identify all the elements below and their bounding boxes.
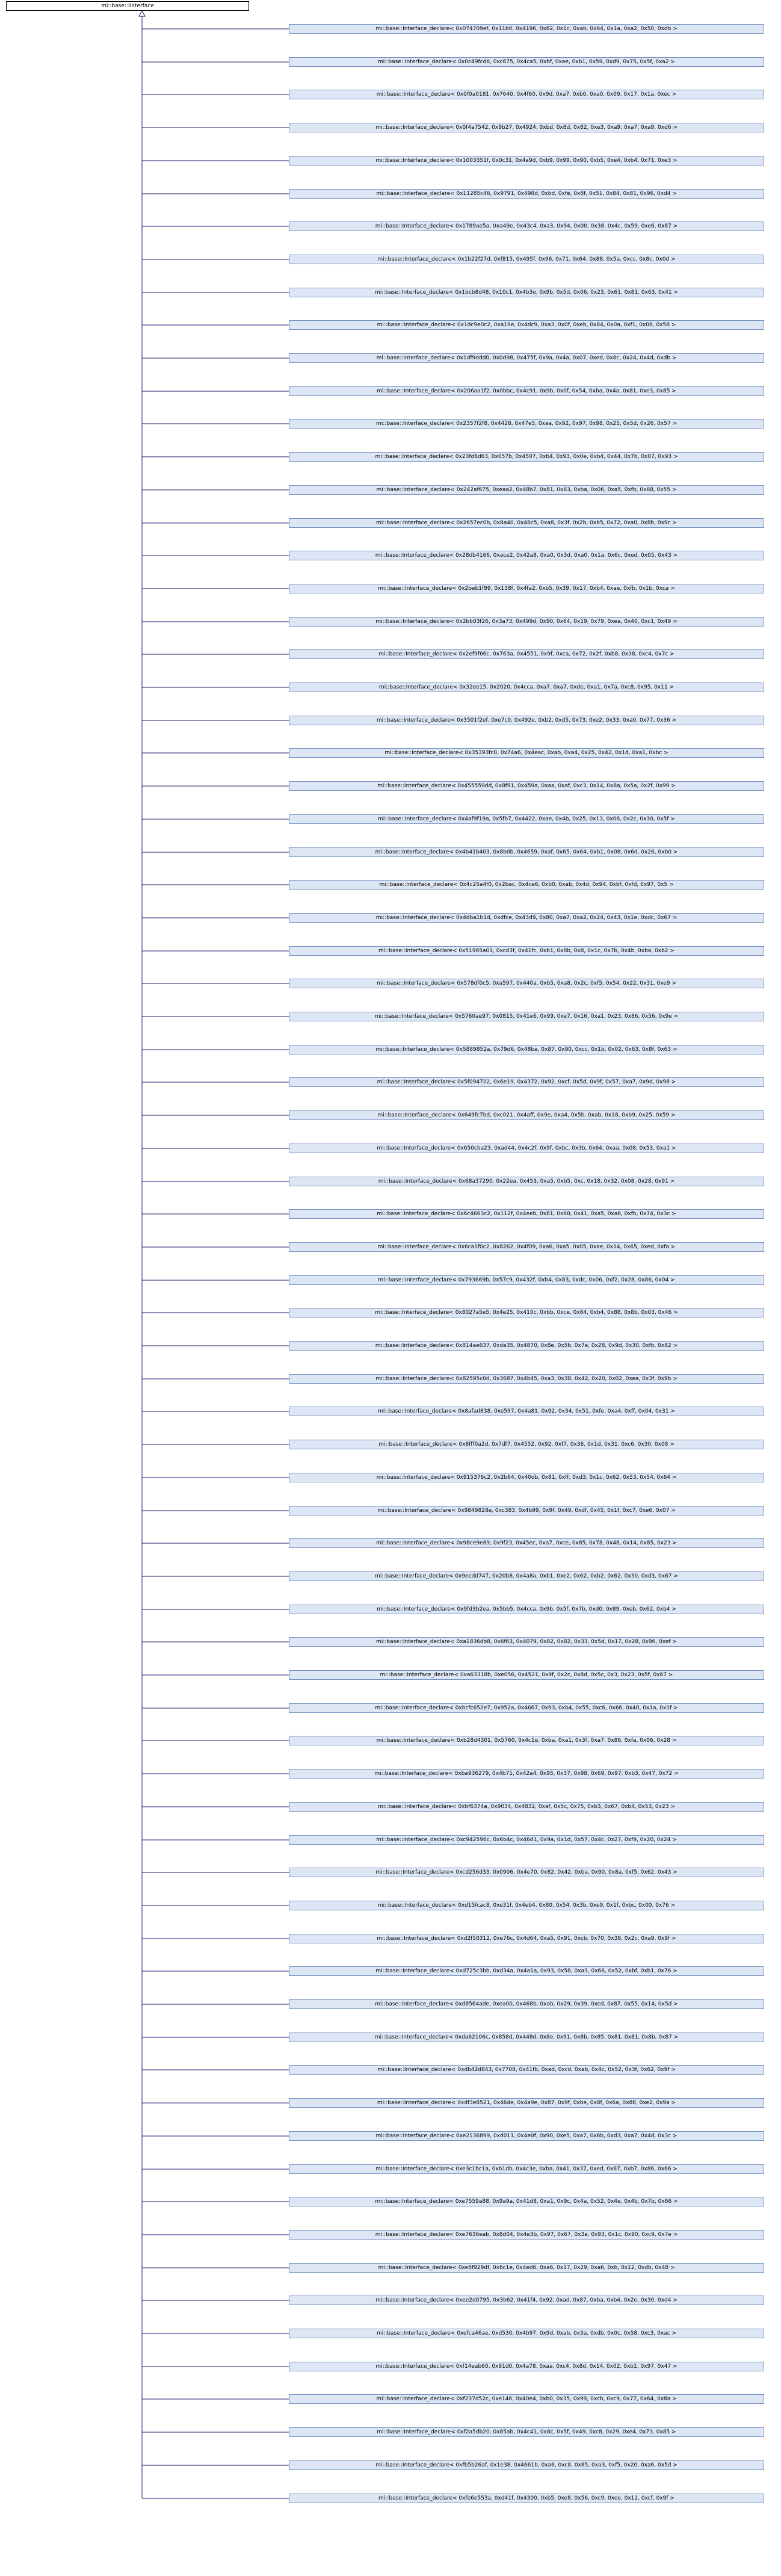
derived-interface-node[interactable]: mi::base::Interface_declare< 0xefca46ae,… <box>289 2329 764 2338</box>
derived-interface-node[interactable]: mi::base::Interface_declare< 0x206aa1f2,… <box>289 386 764 396</box>
derived-interface-node[interactable]: mi::base::Interface_declare< 0x2357f2f8,… <box>289 419 764 429</box>
derived-interface-node[interactable]: mi::base::Interface_declare< 0xe2136899,… <box>289 2131 764 2141</box>
derived-interface-node[interactable]: mi::base::Interface_declare< 0x23fd6d63,… <box>289 452 764 462</box>
derived-interface-node[interactable]: mi::base::Interface_declare< 0x1df9ddd0,… <box>289 353 764 363</box>
derived-interface-node[interactable]: mi::base::Interface_declare< 0x578df0c5,… <box>289 979 764 988</box>
derived-interface-node[interactable]: mi::base::Interface_declare< 0xd8564ade,… <box>289 1999 764 2009</box>
derived-interface-node[interactable]: mi::base::Interface_declare< 0xc942596c,… <box>289 1835 764 1845</box>
root-interface-node[interactable]: mi::base::IInterface <box>6 1 249 11</box>
derived-interface-node[interactable]: mi::base::Interface_declare< 0x2bb03f26,… <box>289 617 764 627</box>
derived-interface-node[interactable]: mi::base::Interface_declare< 0x4dba1b1d,… <box>289 913 764 923</box>
derived-interface-node[interactable]: mi::base::Interface_declare< 0x1bcb8d48,… <box>289 288 764 297</box>
derived-interface-node[interactable]: mi::base::Interface_declare< 0xbf6374a, … <box>289 1802 764 1812</box>
derived-interface-node[interactable]: mi::base::Interface_declare< 0x242af675,… <box>289 485 764 495</box>
derived-interface-node[interactable]: mi::base::Interface_declare< 0x4c25a4f0,… <box>289 880 764 890</box>
derived-interface-node[interactable]: mi::base::Interface_declare< 0xd15fcac8,… <box>289 1901 764 1910</box>
derived-interface-node[interactable]: mi::base::Interface_declare< 0xfe6e553a,… <box>289 2494 764 2503</box>
derived-interface-node[interactable]: mi::base::Interface_declare< 0x5889852a,… <box>289 1045 764 1054</box>
derived-interface-node[interactable]: mi::base::Interface_declare< 0x8fff0a2d,… <box>289 1440 764 1449</box>
derived-interface-node[interactable]: mi::base::Interface_declare< 0x82595c0d,… <box>289 1374 764 1384</box>
derived-interface-node[interactable]: mi::base::Interface_declare< 0x4b41b403,… <box>289 847 764 857</box>
derived-interface-node[interactable]: mi::base::Interface_declare< 0xcd256d33,… <box>289 1868 764 1877</box>
derived-interface-node[interactable]: mi::base::Interface_declare< 0x9ecdd747,… <box>289 1571 764 1581</box>
derived-interface-node[interactable]: mi::base::Interface_declare< 0x1003351f,… <box>289 156 764 166</box>
derived-interface-node[interactable]: mi::base::Interface_declare< 0x6c4663c2,… <box>289 1209 764 1219</box>
derived-interface-node[interactable]: mi::base::Interface_declare< 0xe8f929df,… <box>289 2263 764 2273</box>
derived-interface-node[interactable]: mi::base::Interface_declare< 0xda62106c,… <box>289 2033 764 2042</box>
derived-interface-node[interactable]: mi::base::Interface_declare< 0xa63318b, … <box>289 1670 764 1680</box>
derived-interface-node[interactable]: mi::base::Interface_declare< 0xdb42d843,… <box>289 2065 764 2075</box>
derived-interface-node[interactable]: mi::base::Interface_declare< 0xd725c3bb,… <box>289 1966 764 1976</box>
derived-interface-node[interactable]: mi::base::Interface_declare< 0xe7636eab,… <box>289 2230 764 2240</box>
derived-interface-node[interactable]: mi::base::Interface_declare< 0x51965a01,… <box>289 946 764 956</box>
derived-interface-node[interactable]: mi::base::Interface_declare< 0xfb5b26af,… <box>289 2460 764 2470</box>
derived-interface-node[interactable]: mi::base::Interface_declare< 0x3501f2ef,… <box>289 716 764 725</box>
derived-interface-node[interactable]: mi::base::Interface_declare< 0x9fd3b2ea,… <box>289 1605 764 1614</box>
derived-interface-node[interactable]: mi::base::Interface_declare< 0x649fc7bd,… <box>289 1110 764 1120</box>
derived-interface-node[interactable]: mi::base::Interface_declare< 0x5f094722,… <box>289 1077 764 1087</box>
derived-interface-node[interactable]: mi::base::Interface_declare< 0x915376c2,… <box>289 1473 764 1482</box>
derived-interface-node[interactable]: mi::base::Interface_declare< 0x68a37290,… <box>289 1177 764 1186</box>
derived-interface-node[interactable]: mi::base::Interface_declare< 0x5760ae97,… <box>289 1012 764 1021</box>
derived-interface-node[interactable]: mi::base::Interface_declare< 0x1b22f27d,… <box>289 255 764 264</box>
derived-interface-node[interactable]: mi::base::Interface_declare< 0xf14eab60,… <box>289 2362 764 2371</box>
derived-interface-node[interactable]: mi::base::Interface_declare< 0x0f4a7542,… <box>289 123 764 132</box>
derived-interface-node[interactable]: mi::base::Interface_declare< 0x28db4166,… <box>289 551 764 560</box>
derived-interface-node[interactable]: mi::base::Interface_declare< 0x8afad838,… <box>289 1407 764 1416</box>
derived-interface-node[interactable]: mi::base::Interface_declare< 0x98ce9e89,… <box>289 1538 764 1548</box>
derived-interface-node[interactable]: mi::base::Interface_declare< 0x814ae637,… <box>289 1341 764 1351</box>
derived-interface-node[interactable]: mi::base::Interface_declare< 0xee2d0795,… <box>289 2296 764 2305</box>
derived-interface-node[interactable]: mi::base::Interface_declare< 0x35393fc0,… <box>289 748 764 758</box>
derived-interface-node[interactable]: mi::base::Interface_declare< 0x4af9f19a,… <box>289 814 764 824</box>
derived-interface-node[interactable]: mi::base::Interface_declare< 0x455559dd,… <box>289 781 764 791</box>
derived-interface-node[interactable]: mi::base::Interface_declare< 0x0f0a0181,… <box>289 90 764 99</box>
derived-interface-node[interactable]: mi::base::Interface_declare< 0x32ee15, 0… <box>289 683 764 692</box>
derived-interface-node[interactable]: mi::base::Interface_declare< 0x074709ef,… <box>289 24 764 34</box>
derived-interface-node[interactable]: mi::base::Interface_declare< 0xdf3e8521,… <box>289 2098 764 2108</box>
inheritance-arrowhead <box>138 10 146 17</box>
derived-interface-node[interactable]: mi::base::Interface_declare< 0xe7559a88,… <box>289 2197 764 2206</box>
derived-interface-node[interactable]: mi::base::Interface_declare< 0x2ef9f66c,… <box>289 649 764 659</box>
derived-interface-node[interactable]: mi::base::Interface_declare< 0x2beb1f99,… <box>289 584 764 593</box>
derived-interface-node[interactable]: mi::base::Interface_declare< 0x793669b, … <box>289 1275 764 1285</box>
derived-interface-node[interactable]: mi::base::Interface_declare< 0xb28d4301,… <box>289 1736 764 1745</box>
derived-interface-node[interactable]: mi::base::Interface_declare< 0x6ca1f0c2,… <box>289 1242 764 1252</box>
derived-interface-node[interactable]: mi::base::Interface_declare< 0xf2a5db20,… <box>289 2427 764 2437</box>
derived-interface-node[interactable]: mi::base::Interface_declare< 0xbcfc652e7… <box>289 1703 764 1713</box>
derived-interface-node[interactable]: mi::base::Interface_declare< 0xa1836db8,… <box>289 1637 764 1647</box>
derived-interface-node[interactable]: mi::base::Interface_declare< 0x0c49fcd6,… <box>289 57 764 67</box>
derived-interface-node[interactable]: mi::base::Interface_declare< 0xd2f50312,… <box>289 1934 764 1943</box>
derived-interface-node[interactable]: mi::base::Interface_declare< 0x1789ae5a,… <box>289 221 764 231</box>
derived-interface-node[interactable]: mi::base::Interface_declare< 0x8027a5e5,… <box>289 1308 764 1317</box>
derived-interface-node[interactable]: mi::base::Interface_declare< 0xf237d52c,… <box>289 2394 764 2404</box>
derived-interface-node[interactable]: mi::base::Interface_declare< 0x9849828e,… <box>289 1506 764 1516</box>
derived-interface-node[interactable]: mi::base::Interface_declare< 0x11285c46,… <box>289 189 764 199</box>
derived-interface-node[interactable]: mi::base::Interface_declare< 0x1dc9e0c2,… <box>289 320 764 330</box>
derived-interface-node[interactable]: mi::base::Interface_declare< 0x650cba23,… <box>289 1144 764 1153</box>
derived-interface-node[interactable]: mi::base::Interface_declare< 0x2657ec0b,… <box>289 518 764 528</box>
derived-interface-node[interactable]: mi::base::Interface_declare< 0xba936279,… <box>289 1769 764 1779</box>
derived-interface-node[interactable]: mi::base::Interface_declare< 0xe3c1bc1a,… <box>289 2164 764 2174</box>
